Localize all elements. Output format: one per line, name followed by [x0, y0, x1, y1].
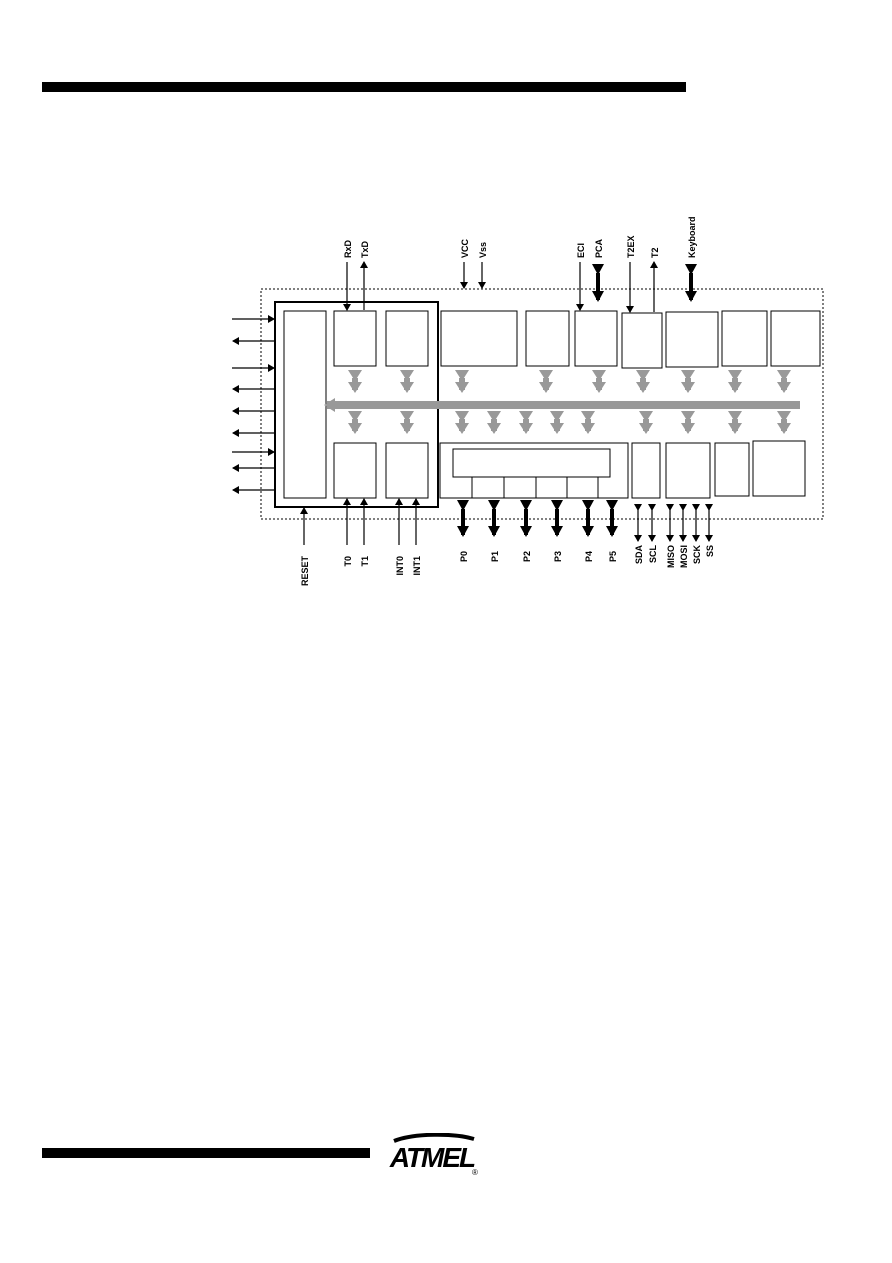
ports-register-strip: [452, 448, 611, 478]
bus-connectors: [348, 370, 791, 434]
label-keyboard: Keyboard: [687, 216, 697, 258]
twi-block: [631, 442, 661, 499]
label-mosi: MOSI: [679, 545, 689, 568]
atmel-logo: ATMEL ®: [389, 1133, 478, 1177]
uart-block: [333, 310, 377, 367]
port-bidir-signals: [457, 500, 618, 537]
registered-mark: ®: [472, 1168, 478, 1177]
label-t0: T0: [343, 556, 353, 567]
top-bidir-signals: [592, 264, 697, 302]
left-signals: [232, 315, 275, 494]
label-vss: Vss: [478, 242, 488, 258]
cpu-core-block: [283, 310, 327, 499]
peripheral-block-1: [525, 310, 570, 367]
footer-rule: [42, 1148, 370, 1158]
peripheral-block-5: [752, 440, 806, 497]
internal-bus: [345, 401, 800, 409]
label-pca: PCA: [594, 238, 604, 258]
label-p5: P5: [608, 551, 618, 562]
label-p1: P1: [490, 551, 500, 562]
timer-block: [385, 310, 429, 367]
keyboard-block: [665, 311, 719, 368]
interrupt-block: [385, 442, 429, 499]
peripheral-block-4: [714, 442, 750, 497]
memory-block: [440, 310, 518, 367]
label-t1: T1: [360, 556, 370, 567]
pca-block: [574, 310, 618, 367]
label-rxd: RxD: [343, 239, 353, 258]
label-miso: MISO: [666, 545, 676, 568]
label-p3: P3: [553, 551, 563, 562]
label-int0: INT0: [395, 556, 405, 576]
label-t2ex: T2EX: [626, 235, 636, 258]
peripheral-block-2: [721, 310, 768, 367]
chip-boundary: [260, 288, 824, 520]
label-reset: RESET: [300, 556, 310, 587]
label-vcc: VCC: [460, 238, 470, 258]
logo-text: ATMEL: [389, 1142, 475, 1173]
label-sda: SDA: [634, 545, 644, 565]
label-scl: SCL: [648, 544, 658, 563]
label-p0: P0: [459, 551, 469, 562]
timer2-block: [621, 312, 663, 369]
peripheral-block-3: [770, 310, 821, 367]
label-p4: P4: [584, 551, 594, 562]
label-eci: ECI: [576, 243, 586, 258]
label-p2: P2: [522, 551, 532, 562]
spi-block: [665, 442, 711, 499]
bottom-signals: [300, 498, 713, 545]
label-sck: SCK: [692, 545, 702, 565]
label-t2: T2: [650, 247, 660, 258]
label-ss: SS: [705, 545, 715, 557]
uart-lower-block: [333, 442, 377, 499]
top-signals: [343, 261, 658, 313]
label-txd: TxD: [360, 240, 370, 258]
header-rule: [42, 82, 686, 92]
label-int1: INT1: [412, 556, 422, 576]
